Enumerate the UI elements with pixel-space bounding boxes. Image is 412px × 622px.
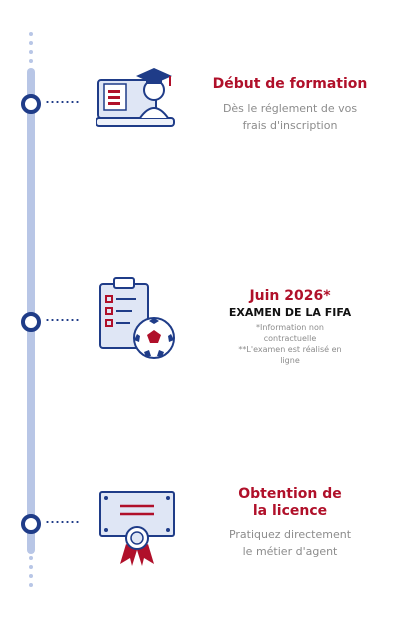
timeline-dots-bottom [29,556,33,592]
certificate-icon [96,488,178,573]
step-2-note-line-4: ligne [280,356,300,365]
timeline-bar [27,68,35,554]
step-3-title: Obtention de la licence [200,486,380,520]
step-3-description: Pratiquez directement le métier d'agent [200,526,380,560]
clipboard-football-icon [96,276,180,369]
step-2-title: Juin 2026* [249,288,331,304]
timeline-connector-2 [45,319,79,321]
step-1-description-line-2: frais d'inscription [242,119,338,132]
step-2-note-line-3: **L'examen est réalisé en [238,345,342,354]
timeline-node-1 [21,94,41,114]
timeline-node-2 [21,312,41,332]
step-1-title: Début de formation [212,76,368,92]
graduation-book-icon [95,62,178,143]
step-3-title-line-1: Obtention de [238,486,342,502]
step-2-notes: *Information non contractuelle **L'exame… [200,322,380,366]
step-3-description-line-1: Pratiquez directement [228,528,352,541]
step-3-description-line-2: le métier d'agent [242,545,338,558]
timeline-connector-3 [45,521,79,523]
step-2-note-line-2: contractuelle [263,334,317,343]
timeline-dots-top [29,32,33,68]
step-2-note-line-1: *Information non [256,323,324,332]
step-1-description: Dès le réglement de vos frais d'inscript… [200,100,380,134]
step-3-title-line-2: la licence [252,503,328,519]
step-2-subtitle: EXAMEN DE LA FIFA [228,306,352,319]
timeline-connector-1 [45,101,79,103]
timeline-node-3 [21,514,41,534]
step-1-description-line-1: Dès le réglement de vos [222,102,358,115]
